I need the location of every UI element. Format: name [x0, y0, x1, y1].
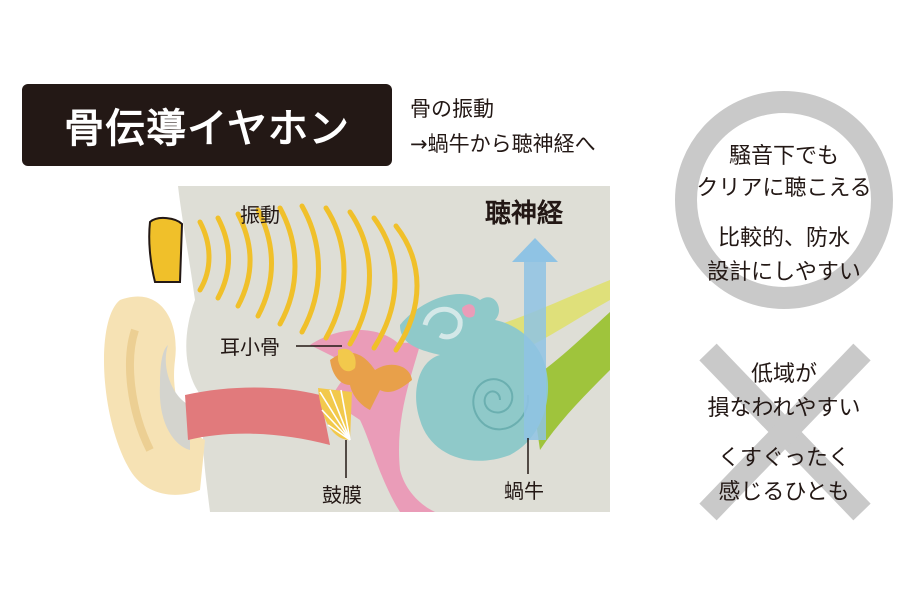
page-title: 骨伝導イヤホン — [64, 106, 350, 152]
cochlea-shape — [400, 294, 549, 461]
title-banner: 骨伝導イヤホン — [22, 84, 392, 166]
earphone-device — [148, 216, 184, 283]
pros-line-4: 設計にしやすい — [707, 260, 861, 285]
ear-inner — [159, 345, 190, 450]
label-vibration: 振動 — [240, 203, 280, 227]
cochlea-pink-detail — [462, 304, 476, 318]
pros-circle-icon — [675, 91, 893, 309]
nerve-arrow-shaft — [524, 258, 546, 440]
cons-cross-icon — [699, 343, 871, 521]
pros-line-1: 騒音下でも — [728, 144, 839, 169]
label-cochlea: 蝸牛 — [504, 479, 544, 503]
subtitle-line-1: 骨の振動 — [410, 97, 494, 121]
pros-line-3: 比較的、防水 — [717, 226, 850, 251]
nerve-arrow-head — [512, 238, 558, 262]
outer-ear-fold — [126, 328, 154, 452]
subtitle-line-2: →蝸牛から聴神経へ — [410, 132, 596, 156]
label-auditory-nerve: 聴神経 — [485, 198, 564, 229]
vibration-waves — [197, 203, 420, 353]
cons-line-1: 低域が — [750, 362, 817, 387]
semicircular-canals — [422, 306, 463, 340]
ossicles-highlight — [338, 348, 356, 372]
cons-line-2: 損なわれやすい — [707, 396, 861, 421]
pros-line-2: クリアに聴こえる — [696, 176, 872, 201]
label-ossicles: 耳小骨 — [220, 335, 280, 359]
label-eardrum: 鼓膜 — [322, 483, 362, 507]
ear-canal — [185, 387, 330, 445]
cochlea-spiral — [472, 378, 530, 431]
eardrum-rays — [319, 389, 351, 441]
nerve-band-dark — [530, 312, 610, 450]
cons-line-3: くすぐったく — [717, 446, 850, 471]
cons-line-4: 感じるひとも — [718, 480, 850, 505]
